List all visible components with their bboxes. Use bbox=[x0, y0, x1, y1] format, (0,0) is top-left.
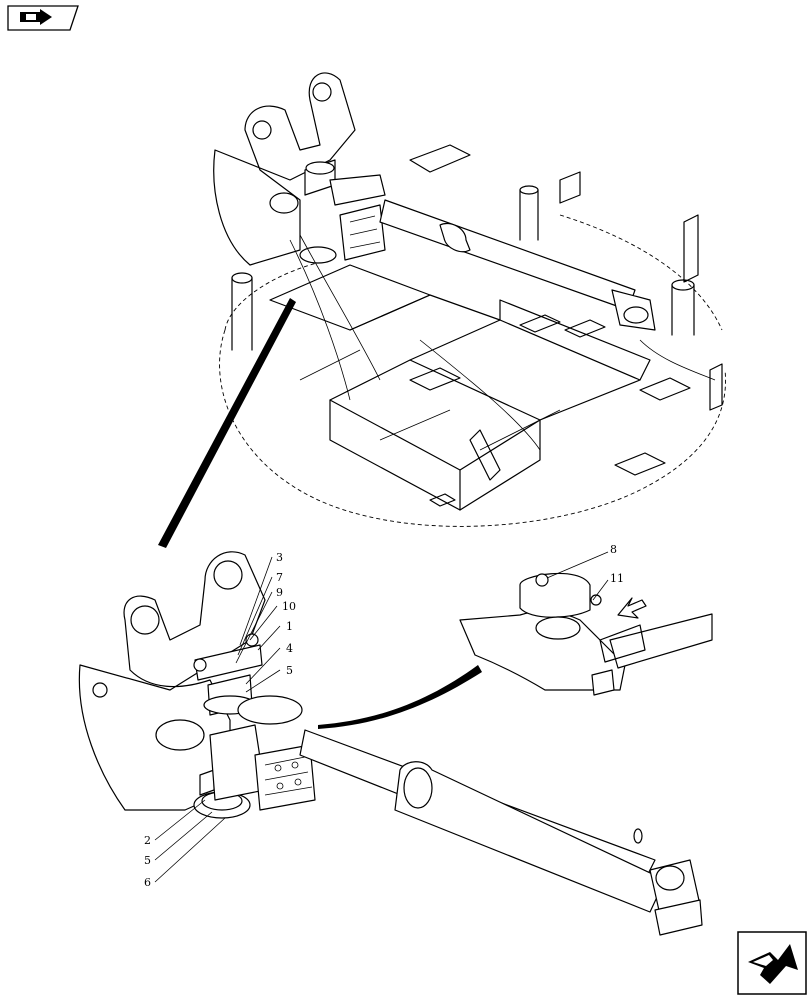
book-arrow-icon[interactable] bbox=[7, 5, 79, 31]
next-page-arrow-icon[interactable] bbox=[737, 931, 807, 995]
callout-3: 3 bbox=[276, 551, 283, 564]
callout-7: 7 bbox=[276, 571, 283, 584]
callout-1: 1 bbox=[286, 620, 293, 633]
inset-detail bbox=[459, 572, 713, 696]
callout-5-lower: 5 bbox=[144, 854, 151, 867]
callout-10: 10 bbox=[282, 600, 296, 613]
callout-4: 4 bbox=[286, 642, 293, 655]
callout-11: 11 bbox=[610, 572, 624, 585]
callout-8: 8 bbox=[610, 543, 617, 556]
leader-lines bbox=[154, 551, 609, 883]
swing-bracket-detail bbox=[78, 551, 703, 936]
callout-9: 9 bbox=[276, 586, 283, 599]
inset-pointer bbox=[318, 665, 482, 729]
callout-5-upper: 5 bbox=[286, 664, 293, 677]
upper-frame-overview bbox=[213, 72, 726, 527]
callout-6: 6 bbox=[144, 876, 151, 889]
detail-pointer bbox=[158, 298, 296, 548]
callouts: 3 7 9 10 1 4 5 2 5 6 8 11 bbox=[144, 543, 624, 889]
callout-2: 2 bbox=[144, 834, 151, 847]
